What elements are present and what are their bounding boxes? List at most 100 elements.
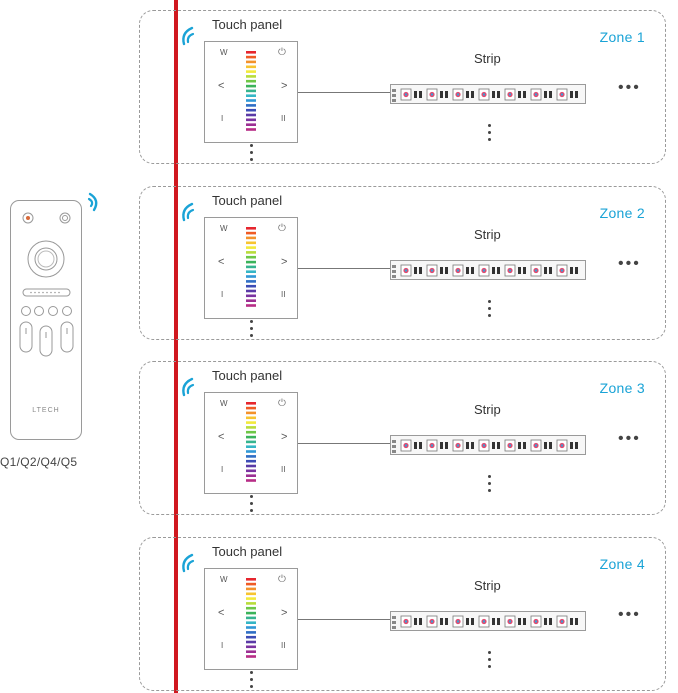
slider-stripe: [246, 631, 256, 634]
slider-stripe: [246, 455, 256, 458]
slider-stripe: [246, 94, 256, 97]
resistor: [440, 442, 443, 449]
slider-stripe: [246, 616, 256, 620]
strip-label: Strip: [474, 402, 501, 417]
remote-wifi-icon: [87, 192, 98, 212]
mode-two-key: II: [281, 114, 286, 123]
slider-stripe: [246, 275, 256, 278]
resistor: [492, 618, 495, 625]
strip-continuation-dots: [488, 475, 491, 496]
touch-panel: W ⏻ < > I II: [204, 392, 298, 494]
slider-stripe: [246, 270, 256, 273]
panel-continuation-dots: [250, 320, 253, 341]
resistor: [544, 442, 547, 449]
power-icon: ⏻: [278, 398, 286, 409]
right-arrow-key: >: [281, 256, 288, 268]
slider-stripe: [246, 464, 256, 468]
slider-stripe: [246, 421, 256, 424]
resistor: [523, 442, 526, 449]
resistor: [440, 618, 443, 625]
resistor: [549, 618, 552, 625]
slider-stripe: [246, 231, 256, 235]
resistor: [570, 267, 573, 274]
resistor: [570, 618, 573, 625]
zone-box: Touch panel Zone 4 W ⏻ < > I II Strip ••…: [139, 537, 666, 691]
white-key: W: [220, 48, 228, 57]
resistor: [518, 91, 521, 98]
slider-stripe: [246, 289, 256, 293]
zone-label: Zone 1: [599, 29, 645, 45]
panel-strip-wire: [298, 268, 390, 269]
slider-stripe: [246, 406, 256, 410]
wifi-signal-icon: [182, 26, 195, 46]
strip-label: Strip: [474, 578, 501, 593]
strip-label: Strip: [474, 227, 501, 242]
more-strips-dots: •••: [618, 79, 641, 96]
zone-label: Zone 2: [599, 205, 645, 221]
resistor: [419, 91, 422, 98]
slider-stripe: [246, 299, 256, 302]
resistor: [414, 91, 417, 98]
slider-stripe: [246, 89, 256, 93]
slider-stripe: [246, 294, 256, 298]
resistor: [544, 91, 547, 98]
touch-panel-label: Touch panel: [212, 368, 283, 383]
resistor: [518, 442, 521, 449]
color-slider-bar: [246, 51, 256, 131]
remote-model-caption: Q1/Q2/Q4/Q5: [0, 455, 78, 469]
slider-stripe: [246, 602, 256, 605]
power-icon: ⏻: [278, 223, 286, 234]
resistor: [492, 91, 495, 98]
right-arrow-key: >: [281, 607, 288, 619]
power-icon: ⏻: [278, 47, 286, 58]
slider-stripe: [246, 255, 256, 259]
slider-stripe: [246, 474, 256, 477]
resistor: [523, 91, 526, 98]
slider-stripe: [246, 402, 256, 405]
slider-stripe: [246, 84, 256, 88]
slider-stripe: [246, 635, 256, 639]
resistor: [518, 618, 521, 625]
resistor: [445, 91, 448, 98]
resistor: [466, 267, 469, 274]
more-strips-dots: •••: [618, 430, 641, 447]
led-strip: [390, 435, 586, 455]
left-arrow-key: <: [218, 431, 225, 443]
resistor: [575, 267, 578, 274]
slider-stripe: [246, 304, 256, 307]
resistor: [471, 618, 474, 625]
color-slider-bar: [246, 578, 256, 658]
left-arrow-key: <: [218, 607, 225, 619]
slider-stripe: [246, 265, 256, 269]
slider-stripe: [246, 118, 256, 122]
panel-strip-wire: [298, 443, 390, 444]
slider-stripe: [246, 450, 256, 453]
resistor: [575, 91, 578, 98]
resistor: [414, 442, 417, 449]
led-strip: [390, 611, 586, 631]
wifi-signal-icon: [182, 202, 195, 222]
slider-stripe: [246, 626, 256, 629]
slider-stripe: [246, 70, 256, 73]
slider-stripe: [246, 582, 256, 586]
slider-stripe: [246, 65, 256, 69]
resistor: [570, 91, 573, 98]
slider-stripe: [246, 123, 256, 126]
resistor: [575, 618, 578, 625]
zone-label: Zone 4: [599, 556, 645, 572]
slider-stripe: [246, 51, 256, 54]
slider-stripe: [246, 113, 256, 117]
resistor: [466, 618, 469, 625]
resistor: [445, 618, 448, 625]
resistor: [549, 91, 552, 98]
slider-stripe: [246, 426, 256, 429]
resistor: [544, 267, 547, 274]
resistor: [523, 618, 526, 625]
led-strip: [390, 260, 586, 280]
resistor: [544, 618, 547, 625]
resistor: [440, 267, 443, 274]
resistor: [570, 442, 573, 449]
resistor: [497, 618, 500, 625]
slider-stripe: [246, 416, 256, 420]
slider-stripe: [246, 606, 256, 610]
